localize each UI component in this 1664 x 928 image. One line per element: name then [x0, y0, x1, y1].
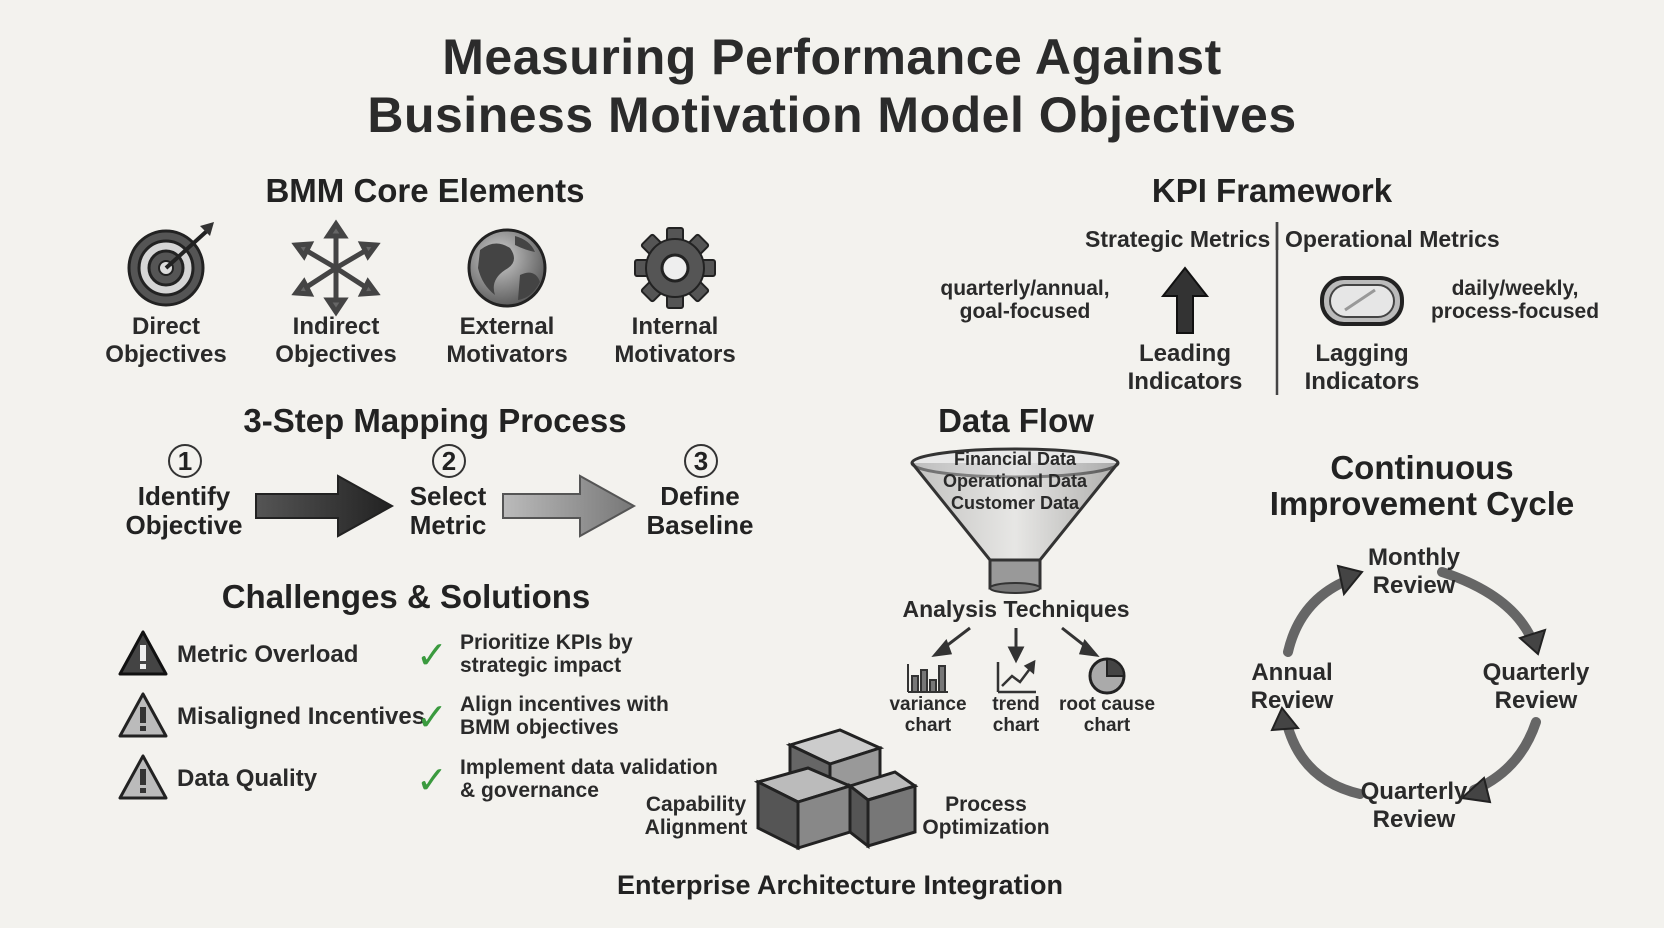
gauge-icon — [1320, 276, 1404, 326]
warning-icon — [118, 630, 168, 676]
dataflow-heading: Data Flow — [938, 402, 1094, 439]
check-icon: ✓ — [416, 760, 448, 802]
warning-icon — [118, 754, 168, 800]
pie-chart-icon — [1088, 657, 1126, 695]
challenge-misaligned-incentives: Misaligned Incentives — [177, 703, 426, 730]
kpi-strategic-label: Strategic Metrics — [1085, 226, 1271, 252]
cycle-arrowheads — [1270, 564, 1547, 804]
bmm-heading: BMM Core Elements — [265, 172, 585, 209]
analysis-heading: Analysis Techniques — [902, 596, 1130, 622]
step-number-1: 1 — [168, 444, 202, 478]
compass-arrows-icon — [291, 219, 381, 317]
step-number-3: 3 — [684, 444, 718, 478]
challenges-heading: Challenges & Solutions — [221, 578, 591, 615]
funnel-sources: Financial Data Operational Data Customer… — [942, 449, 1088, 513]
kpi-operational-note: daily/weekly,process-focused — [1430, 277, 1600, 323]
check-icon: ✓ — [416, 697, 448, 739]
mapping-heading: 3-Step Mapping Process — [243, 402, 627, 439]
challenge-metric-overload: Metric Overload — [177, 641, 359, 668]
step-arrow-1 — [255, 474, 395, 538]
globe-icon — [467, 228, 547, 308]
challenge-data-quality: Data Quality — [177, 765, 318, 792]
check-icon: ✓ — [416, 635, 448, 677]
analysis-arrows — [931, 626, 1100, 664]
title-line-1: Measuring Performance Against — [442, 29, 1222, 85]
target-icon — [127, 222, 214, 307]
cubes-icon — [753, 728, 919, 851]
warning-icon — [118, 692, 168, 738]
enterprise-heading: Enterprise Architecture Integration — [616, 870, 1064, 900]
up-arrow-icon — [1160, 266, 1210, 334]
kpi-strategic-note: quarterly/annual,goal-focused — [940, 277, 1110, 323]
step-arrow-2 — [502, 474, 637, 538]
funnel-icon — [910, 447, 1120, 594]
solution-validation: Implement data validation& governance — [460, 756, 718, 802]
kpi-heading: KPI Framework — [1151, 172, 1393, 209]
bar-chart-icon — [907, 664, 948, 693]
step-number-2: 2 — [432, 444, 466, 478]
title-line-2: Business Motivation Model Objectives — [367, 87, 1297, 143]
gear-icon — [634, 227, 716, 309]
kpi-operational-label: Operational Metrics — [1285, 226, 1500, 252]
trend-chart-icon — [996, 659, 1036, 694]
